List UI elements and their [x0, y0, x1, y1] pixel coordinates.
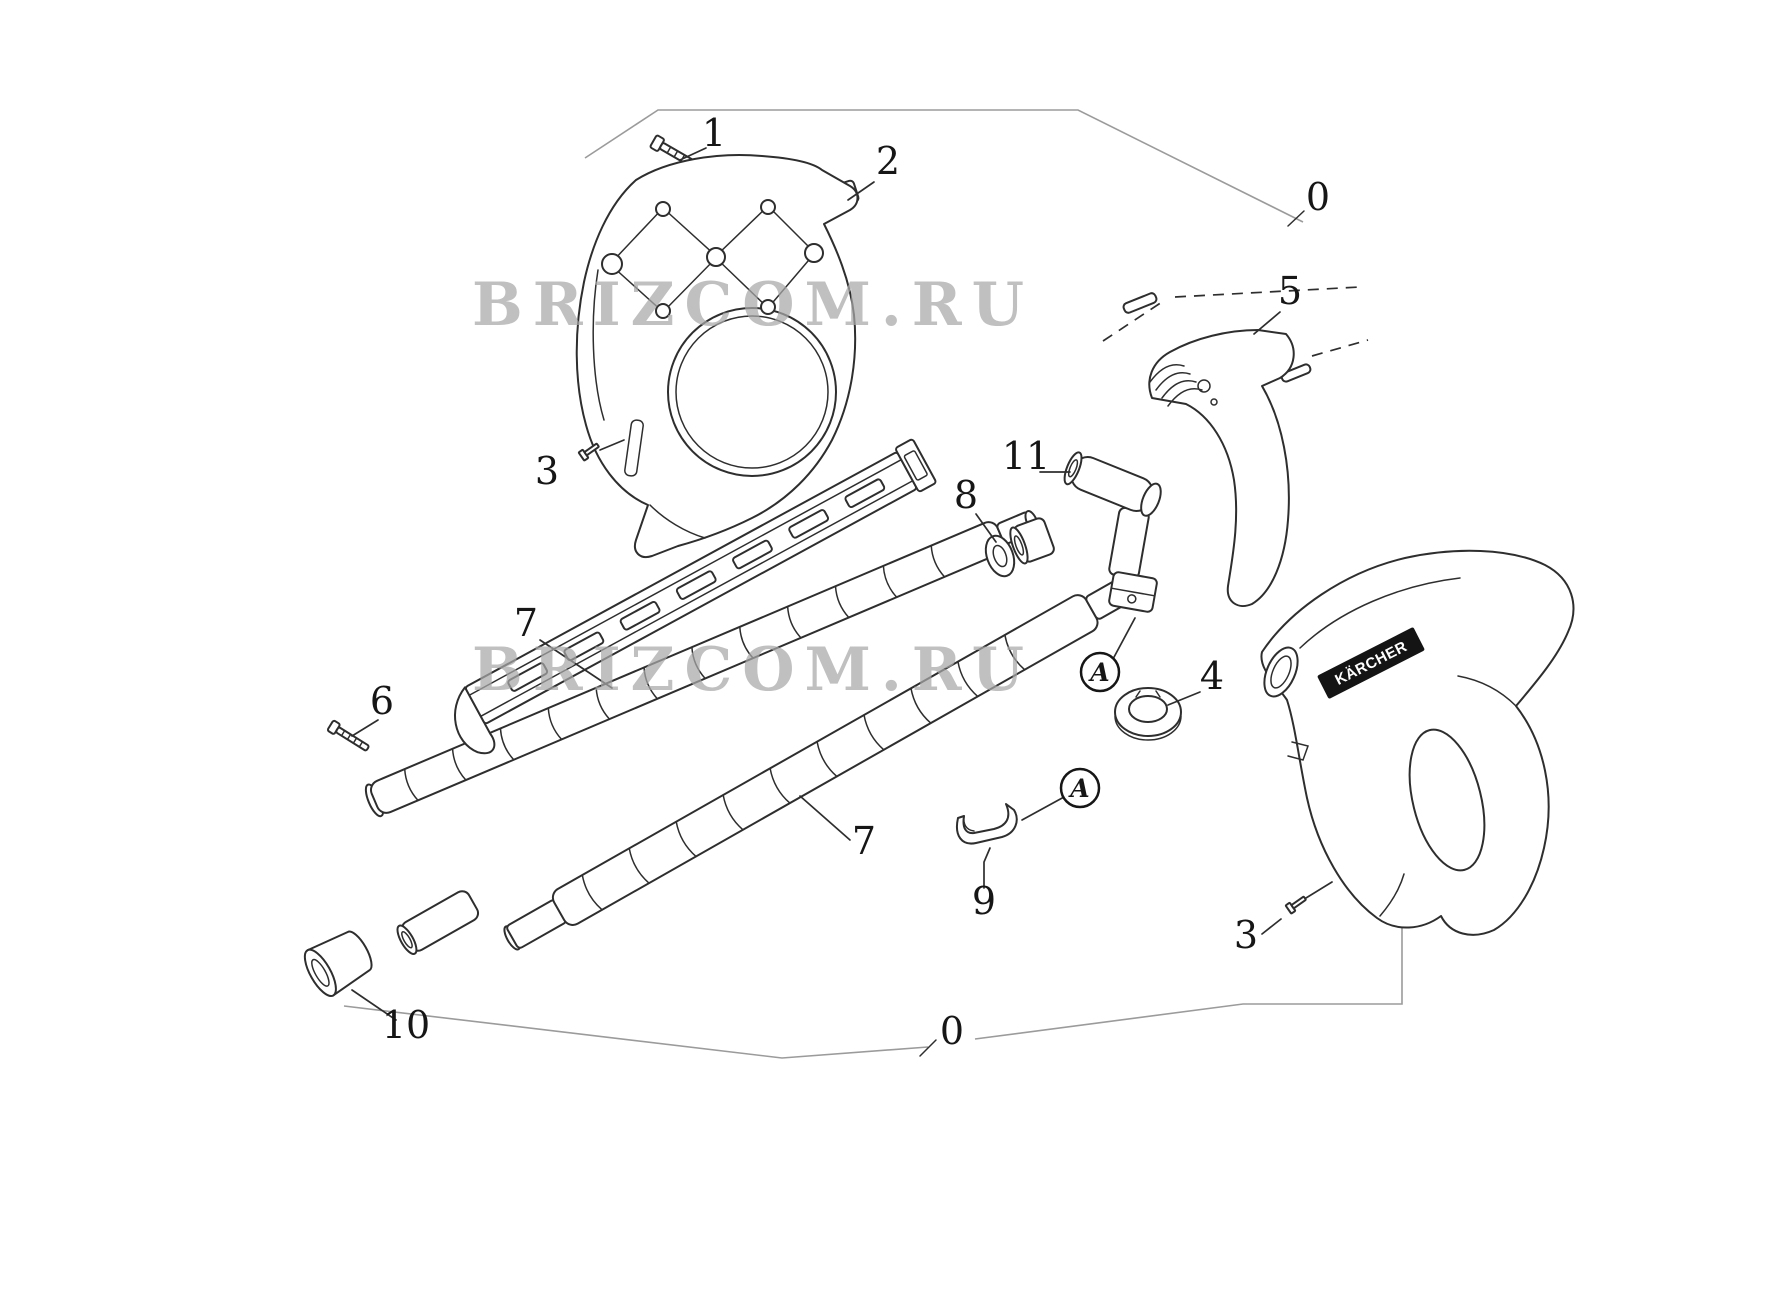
callout-4: 4 — [1200, 654, 1224, 698]
part-trigger-assembly — [1102, 286, 1369, 607]
part-lance-tube-upper — [364, 510, 1040, 818]
part-housing-shell — [575, 154, 859, 558]
callouts: 1 2 0 5 3 11 8 7 6 4 7 9 10 3 0 — [370, 111, 1330, 1053]
leader-lines — [351, 147, 1333, 1021]
leader-8 — [975, 513, 997, 543]
callout-7-lower: 7 — [852, 819, 876, 863]
part-pin-2 — [1280, 363, 1312, 383]
callout-3-grip: 3 — [1234, 913, 1258, 957]
part-ring-4 — [1114, 687, 1182, 741]
leader-1 — [679, 147, 707, 161]
callout-8: 8 — [954, 473, 978, 517]
leader-7-lower — [799, 795, 851, 841]
leader-7-upper — [539, 639, 613, 689]
leader-3-grip — [1261, 918, 1282, 935]
rail-horn — [454, 686, 496, 755]
tick-0-bottom — [919, 1039, 937, 1057]
callout-10: 10 — [382, 1003, 430, 1047]
part-end-cap-10 — [303, 930, 373, 997]
part-gun-grip: KÄRCHER — [1260, 549, 1575, 936]
part-lance-tube-lower — [503, 573, 1141, 951]
leader-10 — [351, 989, 397, 1021]
callout-2: 2 — [876, 139, 900, 183]
leader-5 — [1253, 311, 1281, 335]
marker-a-clip: A — [1059, 767, 1101, 809]
leader-a-clip — [1021, 796, 1065, 821]
border-line-bottom-right — [974, 914, 1403, 1040]
part-screw-6 — [326, 719, 370, 752]
part-pin-1 — [1122, 292, 1158, 314]
leader-a-ring — [1112, 617, 1136, 660]
callout-9: 9 — [972, 879, 996, 923]
leader-4 — [1167, 691, 1201, 706]
tick-0-top — [1287, 210, 1305, 227]
leader-2 — [847, 181, 875, 201]
leader-9 — [983, 847, 991, 889]
screw-icon-3-right — [1284, 895, 1307, 915]
marker-a-ring-label: A — [1088, 658, 1109, 687]
marker-a-clip-label: A — [1068, 774, 1089, 803]
border-line-top — [584, 109, 1304, 223]
callout-7-upper: 7 — [514, 601, 538, 645]
callout-11: 11 — [1002, 434, 1050, 478]
watermark-lower: BRIZCOM.RU — [472, 635, 1034, 705]
callout-5: 5 — [1278, 269, 1302, 313]
assembly-dash-line-1 — [1102, 301, 1163, 342]
callout-0-top: 0 — [1306, 175, 1330, 219]
watermark-upper: BRIZCOM.RU — [472, 270, 1034, 340]
part-sleeve — [396, 890, 480, 955]
callout-0-bottom: 0 — [940, 1009, 964, 1053]
part-clip-9 — [956, 803, 1018, 845]
leader-3-grip-2 — [1305, 881, 1333, 899]
leader-3-housing — [599, 439, 625, 451]
callout-1: 1 — [702, 111, 726, 155]
assembly-dash-line-3 — [1311, 339, 1369, 357]
diagram-border — [343, 109, 1403, 1059]
rail-end-section — [895, 438, 937, 493]
part-bushing-8 — [984, 517, 1055, 578]
screw-icon-3-left — [577, 442, 600, 462]
part-elbow-11 — [1063, 451, 1162, 613]
callout-6: 6 — [370, 679, 394, 723]
callout-3-housing: 3 — [535, 449, 559, 493]
part-lance-rail — [454, 438, 937, 755]
marker-a-ring: A — [1079, 651, 1121, 693]
trigger-lever — [1148, 329, 1295, 607]
assembly-dash-line-2 — [1174, 286, 1361, 298]
border-line-bottom — [343, 1005, 929, 1059]
leader-6 — [351, 719, 379, 737]
